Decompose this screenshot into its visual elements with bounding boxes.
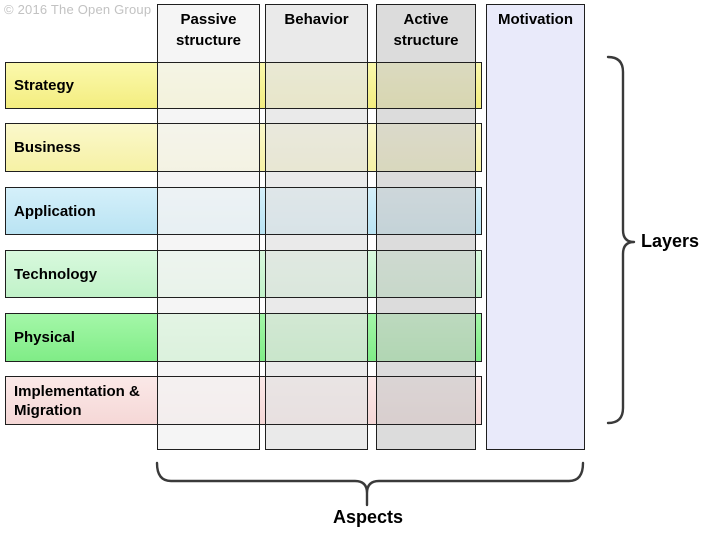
aspect-column-active-structure: Active structure [376, 4, 476, 450]
layer-row-physical: Physical [5, 313, 482, 362]
layer-row-application: Application [5, 187, 482, 235]
aspects-bracket [155, 461, 585, 507]
aspect-column-header: Motivation [498, 11, 573, 28]
aspect-column-header: Passive structure [175, 11, 242, 49]
aspect-column-behavior: Behavior [265, 4, 368, 450]
aspect-column-header: Active structure [393, 11, 459, 49]
layer-row-label: Technology [14, 265, 98, 283]
layer-row-technology: Technology [5, 250, 482, 298]
layer-row-label: Application [14, 202, 96, 220]
layer-row-label: Business [14, 139, 81, 156]
layers-bracket [606, 55, 636, 425]
aspects-label: Aspects [332, 507, 404, 527]
layer-row-label: Physical [14, 329, 75, 346]
layer-row-business: Business [5, 123, 482, 172]
layers-label: Layers [641, 231, 700, 251]
copyright-notice: © 2016 The Open Group [4, 2, 152, 17]
layer-row-label: Strategy [14, 77, 75, 94]
aspect-column-passive-structure: Passive structure [157, 4, 260, 450]
layer-row-implementation-migration: Implementation & Migration [5, 376, 482, 425]
aspect-column-motivation: Motivation [486, 4, 585, 450]
layer-row-strategy: Strategy [5, 62, 482, 109]
aspect-column-header: Behavior [284, 11, 349, 28]
layer-row-label: Implementation & Migration [14, 382, 140, 419]
